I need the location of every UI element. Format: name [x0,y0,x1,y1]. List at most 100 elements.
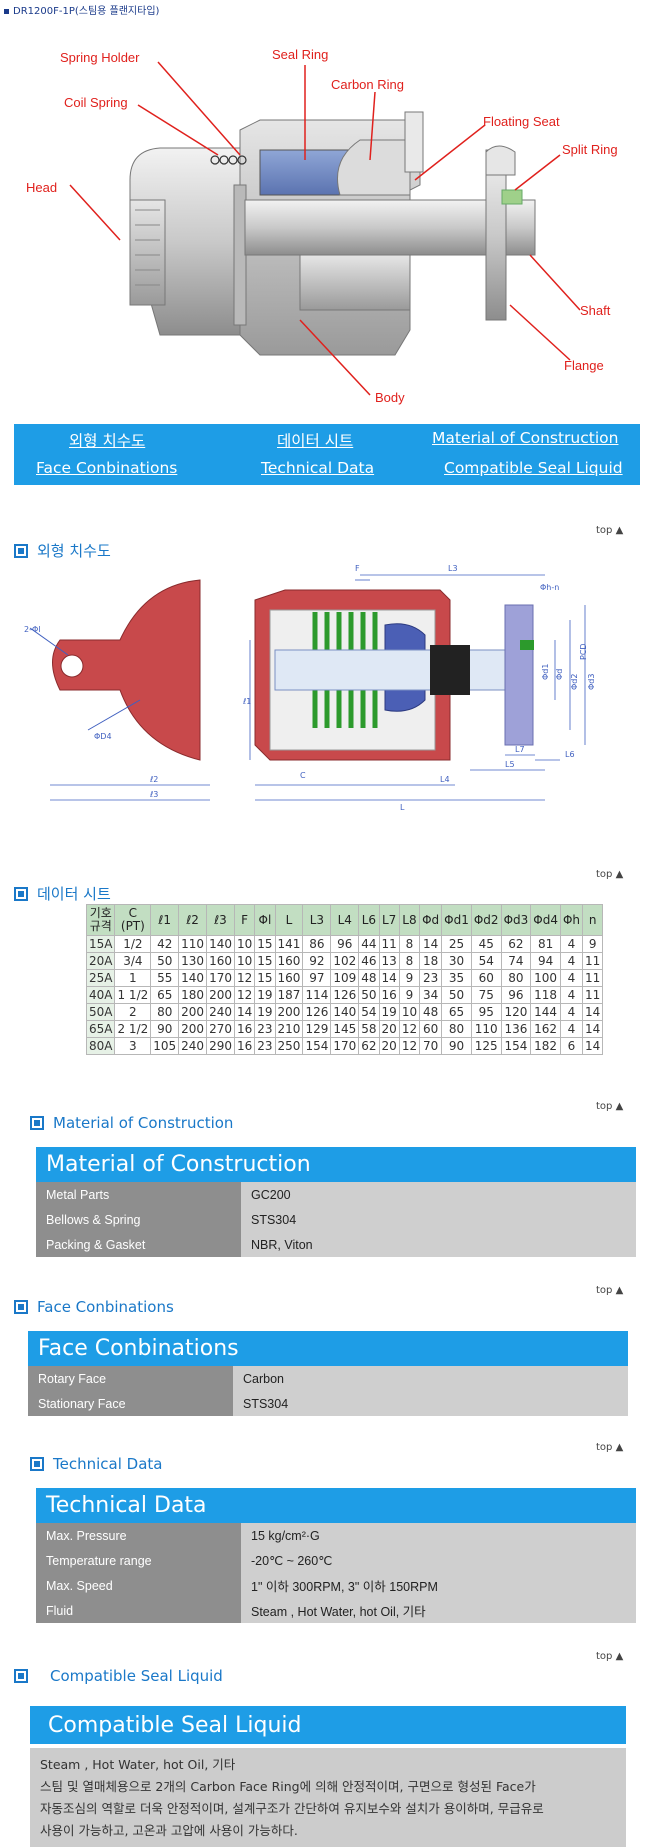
table-cell: 100 [530,969,561,987]
dim-f: F [355,564,360,573]
section-heading-material: Material of Construction [30,1114,233,1132]
table-cell: 125 [470,1037,502,1055]
table-header-cell: Φh [559,904,584,936]
nav-seal-liquid-link[interactable]: Compatible Seal Liquid [444,459,623,477]
nav-material-link[interactable]: Material of Construction [432,429,619,447]
top-link[interactable]: top ▲ [596,525,624,536]
spring-holder-label: Spring Holder [60,50,140,65]
table-cell: 8 [398,935,421,953]
dim-2-phi-l: 2-Φl [24,625,41,634]
table-cell: 200 [206,986,235,1004]
table-cell: 14 [419,935,443,953]
table-cell: 240 [206,1003,235,1021]
table-cell: 30 [441,952,472,970]
row-value: STS304 [241,1207,636,1232]
top-link[interactable]: top ▲ [596,1651,624,1662]
table-cell: 23 [419,969,443,987]
seal-liquid-card-title: Compatible Seal Liquid [30,1706,626,1744]
table-cell: 23 [254,1037,276,1055]
table-cell: 170 [206,969,235,987]
table-cell: 2 [114,1003,152,1021]
table-cell: 90 [441,1037,472,1055]
table-cell: 109 [330,969,360,987]
shaft-label: Shaft [580,303,611,318]
table-cell: 95 [470,1003,502,1021]
table-cell: 118 [530,986,561,1004]
dim-l7: L7 [515,745,525,754]
row-value: -20℃ ~ 260℃ [241,1548,636,1573]
table-cell: 16 [233,1020,256,1038]
table-cell: 55 [150,969,180,987]
table-header-cell: Φd3 [500,904,532,936]
section-bullet-icon [30,1116,44,1130]
table-cell: 46 [358,952,380,970]
table-cell: 14 [378,969,400,987]
table-cell: 170 [330,1037,360,1055]
table-header-cell: Φd1 [441,904,472,936]
table-cell: 25 [441,935,472,953]
top-link[interactable]: top ▲ [596,1101,624,1112]
table-cell: 105 [150,1037,180,1055]
row-value: 15 kg/cm²·G [241,1523,636,1548]
table-cell: 80 [441,1020,472,1038]
table-cell: 15A [85,935,116,953]
nav-dimensions-link[interactable]: 외형 치수도 [69,432,146,450]
table-cell: 200 [274,1003,304,1021]
nav-face-link[interactable]: Face Conbinations [36,459,178,477]
table-cell: 4 [559,1020,584,1038]
section-heading-technical: Technical Data [30,1455,162,1473]
seal-liquid-line: 자동조심의 역할로 더욱 안정적이며, 설계구조가 간단하여 유지보수와 설치가… [40,1801,544,1816]
coil-spring-label: Coil Spring [64,95,128,110]
dim-d1: Φd1 [541,664,550,680]
table-cell: 14 [233,1003,256,1021]
table-cell: 136 [500,1020,532,1038]
nav-data-sheet-link[interactable]: 데이터 시트 [277,432,354,450]
section-heading-seal-liquid: Compatible Seal Liquid [14,1667,223,1685]
table-cell: 34 [419,986,443,1004]
table-cell: 23 [254,1020,276,1038]
table-header-cell: n [582,904,604,936]
row-key: Temperature range [36,1548,241,1573]
table-cell: 25A [85,969,116,987]
table-cell: 44 [358,935,380,953]
table-cell: 35 [441,969,472,987]
table-cell: 9 [398,986,421,1004]
table-header-cell: ℓ3 [206,904,235,936]
table-header-cell: L3 [302,904,332,936]
dim-pcd: PCD [579,643,588,660]
top-link[interactable]: top ▲ [596,1442,624,1453]
table-cell: 126 [302,1003,332,1021]
table-header-cell: ℓ1 [150,904,180,936]
table-header-cell: L7 [378,904,400,936]
face-card-title: Face Conbinations [28,1331,628,1366]
table-cell: 154 [500,1037,532,1055]
table-cell: 210 [274,1020,304,1038]
table-cell: 60 [470,969,502,987]
table-cell: 19 [254,1003,276,1021]
table-cell: 14 [582,1003,604,1021]
nav-technical-link[interactable]: Technical Data [261,459,375,477]
split-ring-label: Split Ring [562,142,618,157]
table-cell: 9 [398,969,421,987]
row-value: STS304 [233,1391,628,1416]
row-value: NBR, Viton [241,1232,636,1257]
table-cell: 50 [150,952,180,970]
top-link[interactable]: top ▲ [596,869,624,880]
table-cell: 250 [274,1037,304,1055]
cutaway-illustration [69,61,581,396]
table-cell: 58 [358,1020,380,1038]
dim-l: L [400,803,405,812]
table-cell: 62 [500,935,532,953]
table-cell: 4 [559,952,584,970]
table-cell: 19 [378,1003,400,1021]
table-cell: 16 [378,986,400,1004]
table-cell: 92 [302,952,332,970]
table-cell: 160 [274,969,304,987]
table-cell: 141 [274,935,304,953]
table-cell: 65 [150,986,180,1004]
table-header-cell: Φd2 [470,904,502,936]
top-link[interactable]: top ▲ [596,1285,624,1296]
